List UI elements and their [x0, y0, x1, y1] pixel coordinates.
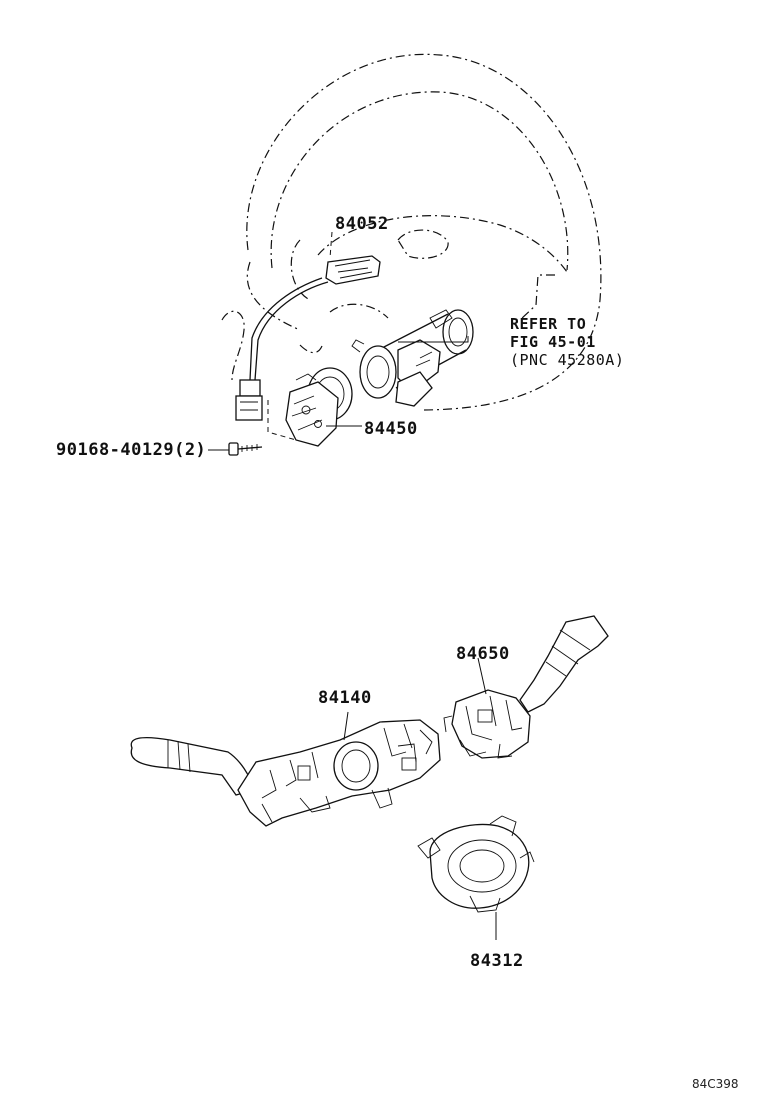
part-84450-ignition-switch: [267, 367, 353, 447]
bolt-90168-40129: [228, 442, 263, 456]
part-84650-wiper-switch: [443, 615, 609, 759]
callout-84312: 84312: [470, 951, 524, 971]
part-84312-spiral-cable: [417, 815, 535, 913]
callout-84650: 84650: [456, 644, 510, 664]
column-assembly: [351, 309, 474, 407]
part-84052-sensor: [235, 255, 381, 421]
callout-bolt-90168-40129: 90168-40129(2): [56, 440, 207, 460]
callout-84450: 84450: [364, 419, 418, 439]
steering-wheel-outline: [221, 53, 602, 411]
callout-84140: 84140: [318, 688, 372, 708]
diagram-code: 84C398: [692, 1077, 739, 1091]
refer-note-line-1: REFER TO: [510, 315, 587, 333]
leader-lines: [208, 231, 497, 940]
callout-84052: 84052: [335, 214, 389, 234]
part-84140-combination-switch: [130, 719, 441, 827]
refer-note-line-3: (PNC 45280A): [510, 351, 625, 369]
refer-note-line-2: FIG 45-01: [510, 333, 596, 351]
